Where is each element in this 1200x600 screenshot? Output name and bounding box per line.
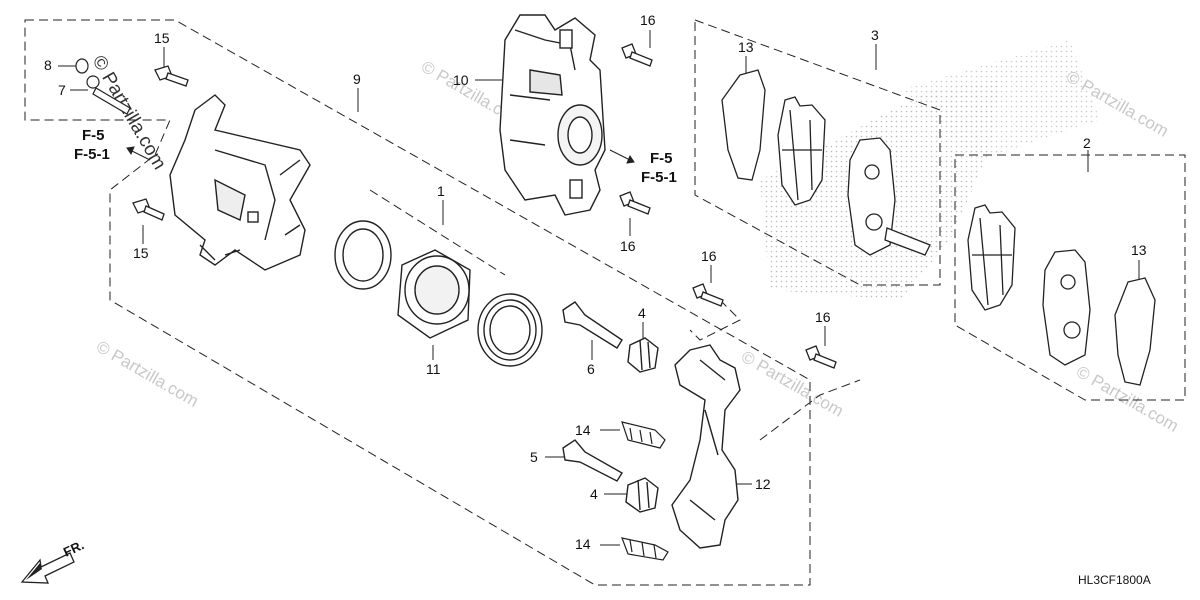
brake-pad-3a: [777, 96, 826, 206]
callout-7: 7: [58, 82, 66, 98]
leader-lines: [58, 30, 1140, 546]
pad-shim-3: [721, 69, 766, 181]
callout-4: 4: [638, 305, 646, 321]
diagram-code: HL3CF1800A: [1078, 573, 1151, 587]
caliper-body-left: [169, 94, 311, 271]
callout-6: 6: [587, 361, 595, 377]
caliper-assembly-right: [499, 14, 606, 216]
assembly-boundaries: [24, 19, 1186, 586]
bolt: [132, 198, 165, 221]
bolt: [154, 65, 189, 87]
bolt: [692, 283, 724, 307]
front-direction-indicator: FR.: [20, 537, 86, 584]
bleeder-cap: [75, 58, 89, 74]
pin-a: [562, 301, 623, 349]
callout-9: 9: [353, 71, 361, 87]
caliper-bracket: [671, 344, 741, 549]
callout-16: 16: [620, 238, 636, 254]
callout-13: 13: [1131, 242, 1147, 258]
watermark-text: © Partzilla.com: [93, 337, 202, 411]
brake-pad-3b: [847, 137, 931, 256]
piston: [397, 249, 471, 339]
callout-10: 10: [453, 72, 469, 88]
pin-b: [562, 439, 623, 482]
bolt: [621, 43, 653, 67]
callout-16: 16: [640, 12, 656, 28]
brake-pad-2a: [967, 204, 1016, 311]
callout-16: 16: [701, 248, 717, 264]
arrow-right-icon: [626, 154, 635, 164]
callout-3: 3: [871, 27, 879, 43]
callout-13: 13: [738, 39, 754, 55]
callout-5: 5: [530, 449, 538, 465]
ref-f51-right: F-5-1: [641, 169, 677, 186]
piston-seal-ring: [334, 220, 392, 290]
dust-seal: [477, 293, 543, 367]
callout-4: 4: [590, 486, 598, 502]
front-label: FR.: [61, 537, 86, 559]
pad-spring-a: [621, 421, 666, 449]
callout-11: 11: [426, 361, 441, 377]
callout-14: 14: [575, 536, 591, 552]
ref-f5-right: F-5: [650, 150, 673, 167]
callout-15: 15: [154, 30, 170, 46]
pad-spring-b: [621, 537, 669, 561]
boot-b: [625, 477, 659, 513]
callout-8: 8: [44, 57, 52, 73]
bleeder-screw: [86, 75, 131, 115]
bolt: [805, 345, 837, 369]
bolt: [619, 191, 651, 215]
pad-shim-2: [1114, 277, 1156, 386]
callout-12: 12: [755, 476, 771, 492]
arrow-left-icon: [126, 146, 135, 156]
ref-f5-left: F-5: [82, 127, 105, 144]
ref-f51-left: F-5-1: [74, 146, 110, 163]
watermark-text: © Partzilla.com: [738, 347, 847, 421]
callout-labels: 1 2 3 4 4 5 6 7 8 9 10 11 12 13 13 14 14…: [44, 12, 1147, 552]
arrow-front-icon: [20, 552, 75, 584]
callout-14: 14: [575, 422, 591, 438]
brake-pad-2b: [1042, 249, 1091, 366]
reference-arrows: [126, 146, 635, 164]
callout-1: 1: [437, 183, 445, 199]
callout-15: 15: [133, 245, 149, 261]
callout-16: 16: [815, 309, 831, 325]
reference-labels: F-5 F-5-1 F-5 F-5-1: [74, 127, 677, 186]
boot-a: [627, 337, 659, 373]
callout-2: 2: [1083, 135, 1091, 151]
